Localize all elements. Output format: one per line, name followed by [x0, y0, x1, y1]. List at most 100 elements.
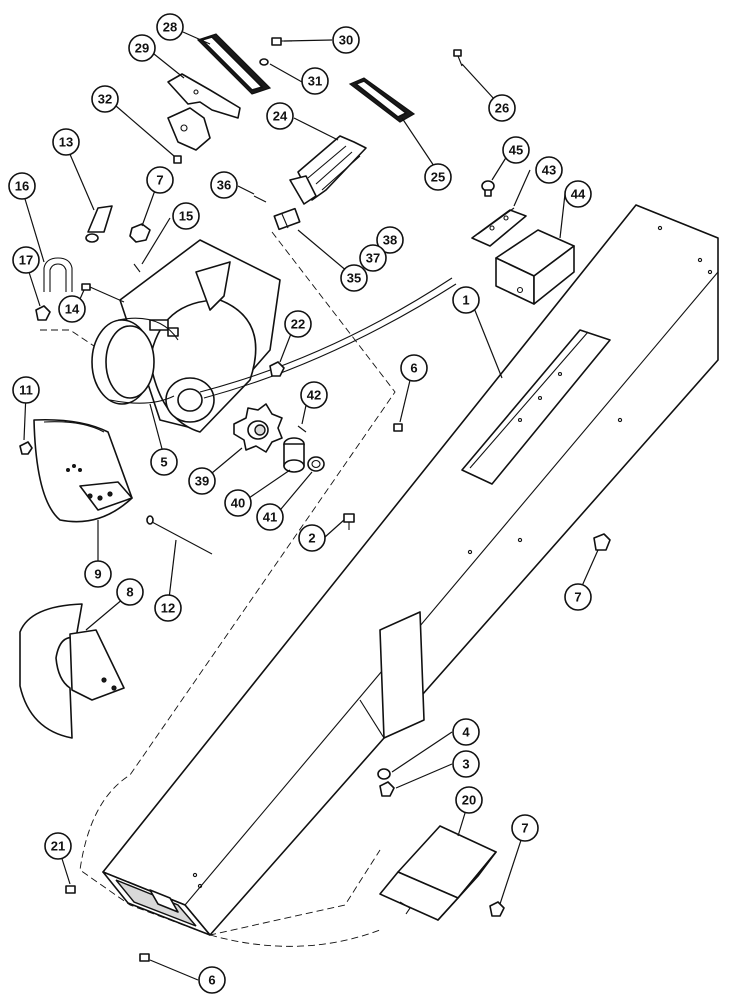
svg-text:44: 44 — [571, 187, 586, 202]
callout: 36 — [210, 171, 238, 199]
svg-text:4: 4 — [462, 725, 470, 740]
svg-text:43: 43 — [542, 163, 556, 178]
callout: 11 — [12, 376, 40, 404]
callout: 17 — [12, 246, 40, 274]
part-12-rod — [146, 515, 213, 555]
part-36-pin — [253, 195, 267, 203]
callout: 35 — [340, 264, 368, 292]
svg-text:25: 25 — [431, 170, 445, 185]
callout: 25 — [424, 163, 452, 191]
callout: 39 — [188, 467, 216, 495]
part-45-knob — [481, 180, 495, 197]
part-21-bolt — [65, 885, 76, 894]
part-4-washer — [377, 768, 391, 780]
callout: 43 — [535, 156, 563, 184]
callout: 31 — [301, 67, 329, 95]
svg-text:42: 42 — [307, 388, 321, 403]
part-14-bolt — [81, 283, 125, 303]
svg-text:5: 5 — [160, 455, 167, 470]
callout: 12 — [154, 594, 182, 622]
part-24-chain — [289, 135, 367, 205]
assembly-outline-left — [40, 329, 101, 351]
tube-shield — [359, 611, 425, 739]
svg-text:7: 7 — [521, 821, 528, 836]
callout: 7 — [146, 166, 174, 194]
svg-text:36: 36 — [217, 178, 231, 193]
part-41-washer — [307, 456, 325, 472]
part-7-nut-top — [129, 223, 151, 243]
svg-text:7: 7 — [574, 590, 581, 605]
part-3-nut — [379, 781, 395, 797]
svg-text:38: 38 — [383, 233, 397, 248]
callout: 22 — [284, 310, 312, 338]
part-32-assembly — [167, 107, 211, 151]
callout: 41 — [256, 503, 284, 531]
part-20-housing — [379, 825, 497, 921]
callout: 1 — [452, 286, 480, 314]
svg-text:20: 20 — [462, 793, 476, 808]
callout: 2 — [298, 524, 326, 552]
belt — [199, 277, 457, 399]
callout: 26 — [488, 94, 516, 122]
svg-text:32: 32 — [98, 92, 112, 107]
callout: 9 — [84, 560, 112, 588]
callout: 7 — [564, 583, 592, 611]
callout: 37 — [359, 244, 387, 272]
callout: 3 — [452, 750, 480, 778]
callout: 28 — [156, 13, 184, 41]
part-13-pin — [85, 205, 113, 243]
callout: 21 — [44, 832, 72, 860]
svg-text:35: 35 — [347, 271, 361, 286]
part-17-nut — [35, 305, 51, 321]
callout: 42 — [300, 381, 328, 409]
part-30-bolt — [271, 37, 292, 46]
callout: 16 — [8, 172, 36, 200]
svg-text:9: 9 — [94, 567, 101, 582]
part-7-nut-bottom — [489, 901, 505, 917]
svg-text:16: 16 — [15, 179, 29, 194]
part-6-bolt-bottom — [139, 953, 150, 962]
callout: 29 — [128, 34, 156, 62]
svg-text:37: 37 — [366, 251, 380, 266]
part-9-guard — [33, 418, 133, 523]
callout: 14 — [58, 295, 86, 323]
callout: 13 — [52, 128, 80, 156]
part-29-bracket — [167, 73, 241, 119]
callout: 32 — [91, 85, 119, 113]
part-6-bolt-mid — [393, 423, 403, 432]
callout: 6 — [198, 966, 226, 994]
svg-text:7: 7 — [156, 173, 163, 188]
svg-text:24: 24 — [273, 109, 288, 124]
part-16-ubolt — [43, 257, 73, 292]
svg-text:6: 6 — [410, 361, 417, 376]
svg-text:17: 17 — [19, 253, 33, 268]
svg-text:15: 15 — [179, 209, 193, 224]
part-35-link — [273, 207, 301, 231]
svg-text:28: 28 — [163, 20, 177, 35]
drive-head — [119, 239, 281, 433]
svg-text:41: 41 — [263, 510, 277, 525]
callout: 4 — [452, 718, 480, 746]
svg-text:8: 8 — [126, 585, 133, 600]
part-42-pin — [297, 425, 307, 433]
callout: 38 — [376, 226, 404, 254]
callout: 24 — [266, 102, 294, 130]
callout: 20 — [455, 786, 483, 814]
svg-text:31: 31 — [308, 74, 322, 89]
part-43-bracket — [471, 207, 527, 247]
callout: 44 — [564, 180, 592, 208]
callout: 45 — [502, 136, 530, 164]
svg-text:30: 30 — [339, 33, 353, 48]
part-31-washer — [259, 58, 269, 66]
part-8-guard — [19, 603, 125, 739]
part-26-bolt — [453, 49, 463, 67]
part-7-nut-right — [593, 533, 611, 551]
svg-text:29: 29 — [135, 41, 149, 56]
part-25-plate — [348, 77, 416, 123]
svg-text:1: 1 — [462, 293, 469, 308]
callout: 5 — [150, 448, 178, 476]
part-28-plate — [196, 33, 272, 95]
part-11-nut — [19, 441, 33, 455]
svg-text:3: 3 — [462, 757, 469, 772]
